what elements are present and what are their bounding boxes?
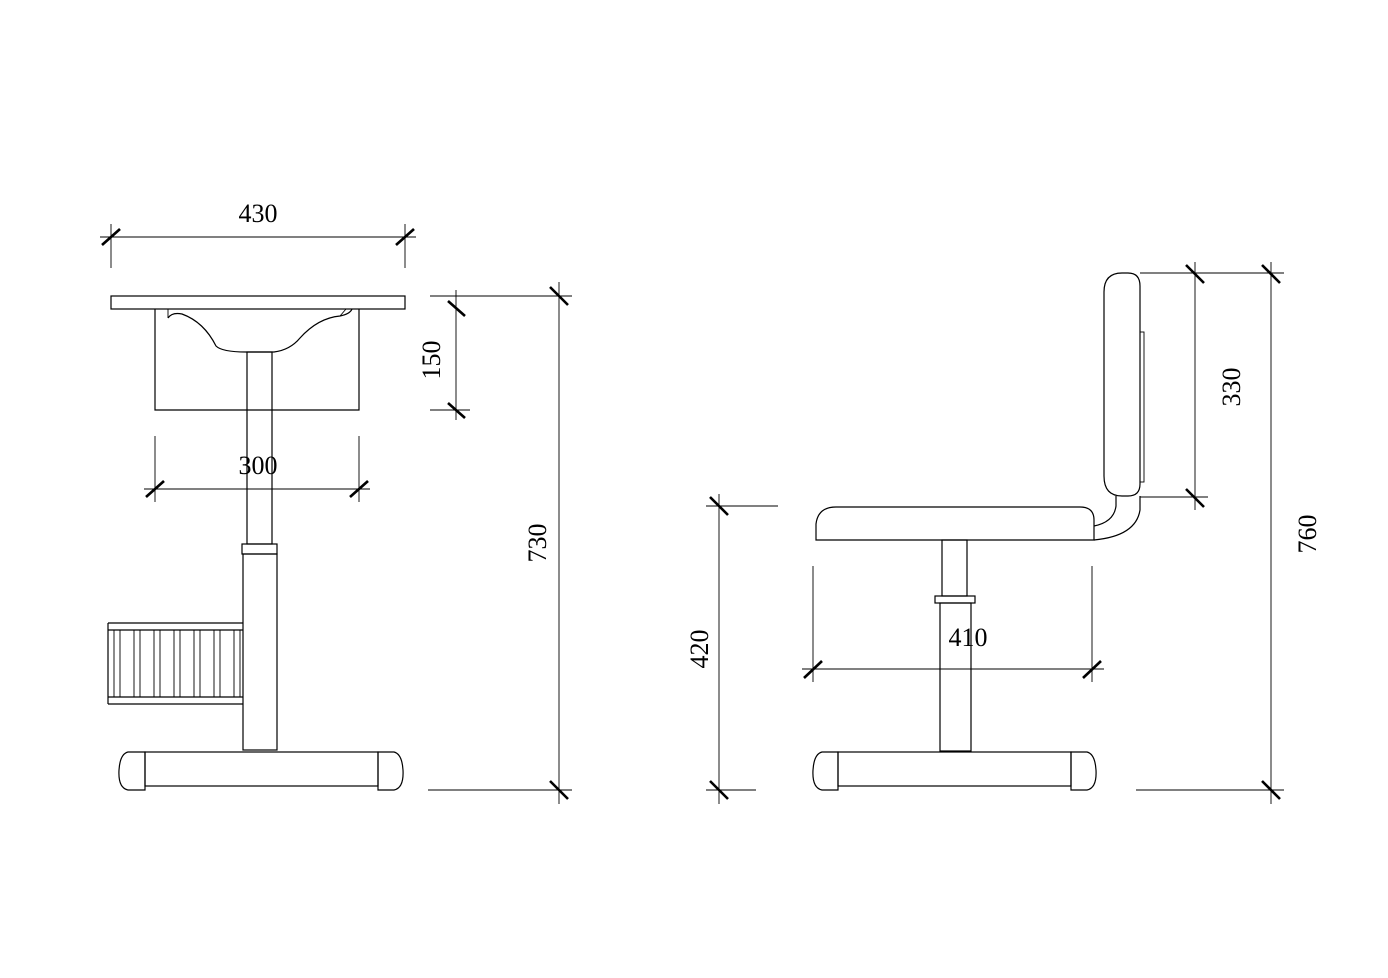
chair-seat	[815, 506, 1095, 541]
dim-desk-drawer-depth: 150	[417, 290, 470, 420]
desk-base-bar	[144, 751, 379, 787]
chair-left-foot	[812, 751, 839, 791]
desk-height-label: 730	[523, 524, 552, 563]
chair-lower-pole	[939, 602, 972, 752]
chair-back-support	[1093, 496, 1141, 541]
chair-upper-pole	[941, 539, 968, 597]
desk-drawer-depth-label: 150	[417, 341, 446, 380]
chair-backrest	[1103, 272, 1141, 497]
chair-seat-height-label: 420	[685, 630, 714, 669]
desk-front-view: 430 150 300 730	[100, 199, 572, 804]
dim-desk-drawer-width: 300	[144, 436, 370, 502]
desk-lower-pole	[242, 553, 278, 751]
desk-left-foot	[118, 751, 146, 791]
desk-width-label: 430	[239, 199, 278, 228]
desk-upper-pole	[246, 351, 273, 545]
chair-back-height-label: 330	[1217, 368, 1246, 407]
chair-backrest-panel	[1139, 331, 1145, 483]
dim-chair-back-height: 330	[1140, 262, 1246, 510]
desk-drawer	[154, 309, 360, 411]
desk-right-foot	[377, 751, 404, 791]
dim-chair-height: 760	[1136, 262, 1322, 804]
dim-chair-seat-height: 420	[685, 494, 778, 804]
chair-side-view: 330 760 420 410	[685, 262, 1322, 804]
desk-top	[110, 295, 406, 310]
dim-desk-width: 430	[100, 199, 416, 268]
chair-collar	[934, 595, 976, 604]
desk-basket	[107, 622, 243, 705]
chair-right-foot	[1070, 751, 1097, 791]
desk-drawer-width-label: 300	[239, 451, 278, 480]
chair-height-label: 760	[1293, 515, 1322, 554]
desk-bracket	[167, 308, 353, 353]
desk-bracket-edge	[167, 308, 347, 318]
dim-chair-seat-depth: 410	[802, 566, 1104, 682]
dim-desk-height: 730	[428, 282, 572, 804]
chair-base-bar	[837, 751, 1072, 787]
desk-collar	[241, 543, 278, 555]
chair-seat-depth-label: 410	[949, 623, 988, 652]
